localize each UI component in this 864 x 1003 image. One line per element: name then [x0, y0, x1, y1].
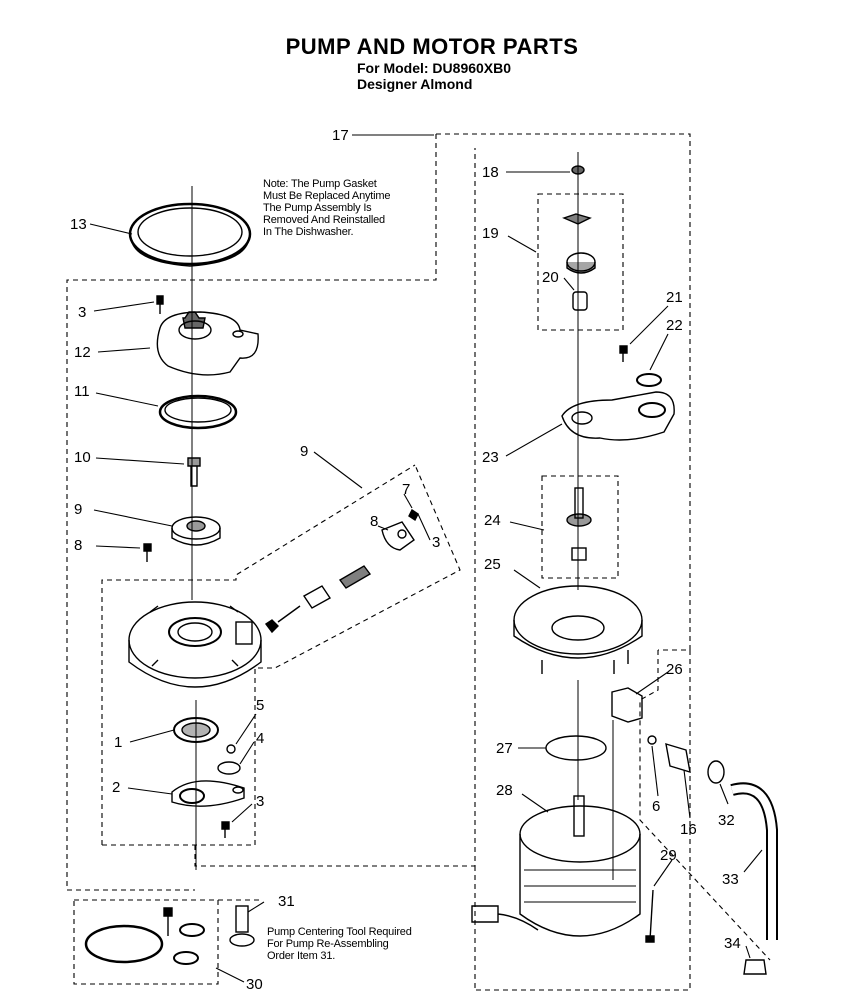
callout-34: 34 [724, 935, 741, 952]
tool-note: Pump Centering Tool Required For Pump Re… [267, 926, 412, 962]
callout-28: 28 [496, 782, 513, 799]
callout-1: 1 [114, 734, 122, 751]
callout-3-solenoid: 3 [432, 534, 440, 551]
gasket-note-line: The Pump Assembly Is [263, 202, 372, 214]
screw-part [156, 295, 164, 314]
callout-4: 4 [256, 730, 264, 747]
callout-8: 8 [370, 513, 378, 530]
callout-18: 18 [482, 164, 499, 181]
screw-part [143, 543, 152, 562]
callout-9: 9 [300, 443, 308, 460]
tool-note-line: Pump Centering Tool Required [267, 926, 412, 938]
hose-cap-part [743, 959, 767, 975]
callout-2: 2 [112, 779, 120, 796]
callout-10: 8 [74, 537, 82, 554]
callout-11: 9 [74, 501, 82, 518]
coupling-part [562, 213, 596, 311]
drain-hose-part [730, 782, 778, 940]
model-line: For Model: DU8960XB0 [357, 60, 512, 76]
tool-note-line: For Pump Re-Assembling [267, 938, 389, 950]
callout-22: 22 [666, 317, 683, 334]
kit-parts [84, 907, 205, 965]
callout-labels: 13 3 12 11 10 9 8 9 8 7 3 1 5 4 2 3 17 1… [70, 127, 741, 993]
pump-bracket-part [171, 780, 245, 807]
callout-30: 30 [246, 976, 263, 993]
callout-6: 6 [652, 798, 660, 815]
callout-19: 19 [482, 225, 499, 242]
impeller-screw-part [187, 457, 201, 487]
check-ball-part [217, 744, 241, 775]
callout-15: 16 [680, 821, 697, 838]
screw-part [645, 889, 655, 943]
impeller-part [171, 516, 221, 546]
callout-24: 24 [484, 512, 501, 529]
callout-31: 31 [278, 893, 295, 910]
pump-gasket-part [128, 202, 252, 267]
pump-housing-part [128, 601, 262, 688]
leader-lines [89, 134, 763, 983]
clip-part [611, 687, 643, 723]
callout-7: 7 [402, 481, 410, 498]
callout-12: 10 [74, 449, 91, 466]
callout-14: 12 [74, 344, 91, 361]
callout-23: 23 [482, 449, 499, 466]
centering-tool-part [229, 905, 255, 947]
assembly-boundaries [66, 133, 771, 991]
callout-32: 32 [718, 812, 735, 829]
nut-part [571, 165, 585, 175]
callout-29: 29 [660, 847, 677, 864]
callout-3-bottom: 3 [256, 793, 264, 810]
callout-13: 11 [74, 383, 90, 400]
motor-mount-part [513, 585, 643, 674]
motor-part [471, 795, 641, 937]
motor-bracket-part [561, 391, 675, 441]
callout-5: 5 [256, 697, 264, 714]
solenoid-part [264, 508, 419, 634]
tool-note-line: Order Item 31. [267, 950, 336, 962]
gasket-note-line: In The Dishwasher. [263, 226, 354, 238]
color-line: Designer Almond [357, 76, 473, 92]
gasket-note-line: Must Be Replaced Anytime [263, 190, 391, 202]
callout-25: 25 [484, 556, 501, 573]
shaft-part [566, 487, 592, 561]
callout-33: 33 [722, 871, 739, 888]
callout-27: 27 [496, 740, 513, 757]
screw-part [619, 345, 628, 362]
o-ring-part [158, 394, 238, 430]
gasket-note: Note: The Pump Gasket Must Be Replaced A… [263, 178, 390, 238]
callout-26: 26 [666, 661, 683, 678]
callout-3-top: 3 [78, 304, 86, 321]
fitting-part [647, 735, 725, 784]
callout-17: 17 [332, 127, 349, 144]
grommet-part [636, 373, 662, 387]
gasket-note-line: Note: The Pump Gasket [263, 178, 377, 190]
gasket-note-line: Removed And Reinstalled [263, 214, 385, 226]
pump-cover-part [156, 311, 259, 376]
callout-20: 20 [542, 269, 559, 286]
page-title: PUMP AND MOTOR PARTS [285, 34, 579, 59]
screw-part [221, 821, 230, 838]
slinger-disk-part [545, 735, 607, 761]
callout-21: 21 [666, 289, 683, 306]
callout-16: 13 [70, 216, 87, 233]
